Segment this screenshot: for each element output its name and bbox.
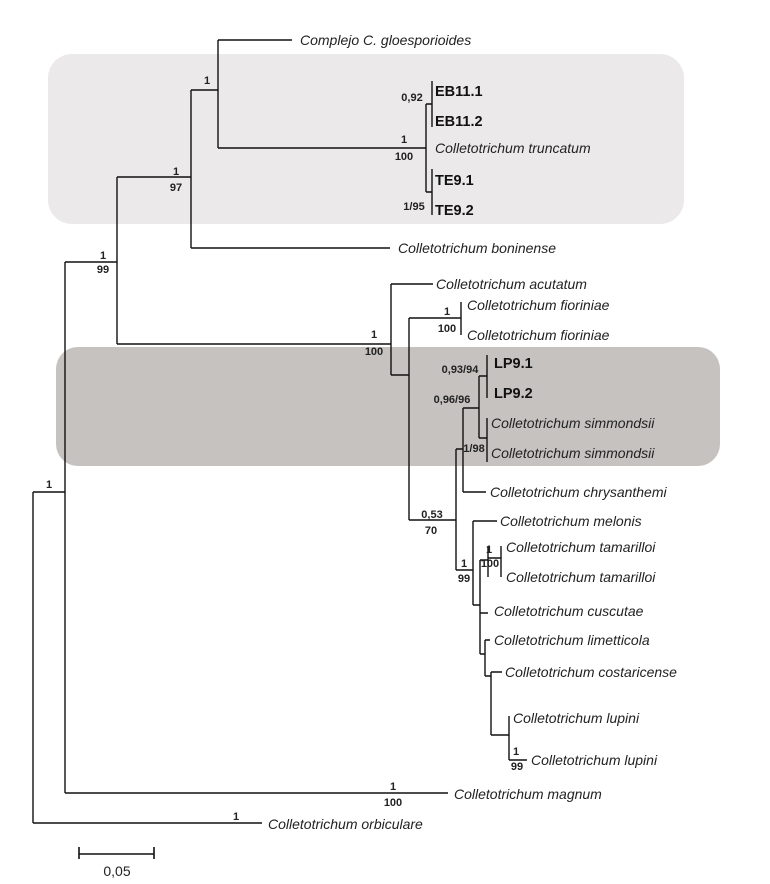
taxon-label: Colletotrichum boninense: [398, 240, 556, 256]
support-value: 1: [486, 544, 492, 556]
support-value: 0,93/94: [442, 364, 480, 376]
tree-branches: [32, 39, 527, 824]
branch-inner-melonis: [479, 559, 488, 655]
branch-lp-simm-chrys: [462, 407, 486, 493]
taxon-label: Colletotrichum limetticola: [494, 632, 650, 648]
support-value: 1: [461, 558, 467, 570]
taxon-label: Complejo C. gloesporioides: [300, 32, 471, 48]
taxon-label: Colletotrichum costaricense: [505, 664, 677, 680]
isolate-label: EB11.2: [435, 114, 483, 130]
scale-bar-line: [78, 847, 155, 859]
branch-simm-lp: [478, 375, 487, 439]
leaf-labels: Complejo C. gloesporioides EB11.1 EB11.2…: [268, 32, 677, 832]
support-value: 1: [204, 75, 210, 87]
scale-bar: 0,05: [78, 847, 155, 879]
support-value: 99: [511, 761, 523, 773]
branch-melonis-clade: [472, 520, 497, 606]
support-value: 100: [481, 558, 499, 570]
highlight-group-bottom: [56, 347, 720, 466]
support-value: 100: [395, 151, 413, 163]
support-value: 100: [438, 323, 456, 335]
isolate-label: LP9.1: [494, 356, 533, 372]
taxon-label: Colletotrichum fioriniae: [467, 297, 610, 313]
branch-ingroup: [64, 261, 448, 794]
branch-gloeo: [217, 39, 426, 149]
support-value: 0,53: [421, 509, 442, 521]
taxon-label: Colletotrichum cuscutae: [494, 603, 644, 619]
support-value: 70: [425, 525, 437, 537]
support-value: 1: [46, 479, 52, 491]
branch-node-053: [455, 448, 473, 571]
support-value: 1: [233, 811, 239, 823]
taxon-label: Colletotrichum tamarilloi: [506, 539, 656, 555]
taxon-label: Colletotrichum melonis: [500, 513, 642, 529]
taxon-label: Colletotrichum simmondsii: [491, 445, 655, 461]
support-value: 1: [513, 746, 519, 758]
branch-root: [32, 491, 262, 824]
branch-limetticola-node: [484, 639, 491, 677]
branch-acutatum-complex: [390, 283, 433, 376]
branch-tamarilloi: [488, 546, 502, 577]
support-value: 1: [444, 306, 450, 318]
branch-lupini: [508, 716, 527, 761]
support-value: 1: [100, 250, 106, 262]
support-value: 100: [384, 797, 402, 809]
taxon-label: Colletotrichum lupini: [531, 752, 658, 768]
support-value: 1/98: [463, 443, 484, 455]
taxon-label: Colletotrichum lupini: [513, 710, 640, 726]
support-value: 1: [390, 781, 396, 793]
taxon-label: Colletotrichum magnum: [454, 786, 602, 802]
branch-truncatum-clade: [425, 103, 432, 193]
taxon-label: Colletotrichum acutatum: [436, 276, 587, 292]
support-value: 99: [458, 573, 470, 585]
isolate-label: TE9.1: [435, 173, 474, 189]
support-value: 1: [371, 329, 377, 341]
taxon-label: Colletotrichum truncatum: [435, 140, 591, 156]
taxon-label: Colletotrichum fioriniae: [467, 327, 610, 343]
branch-upper: [116, 176, 391, 345]
isolate-label: EB11.1: [435, 84, 483, 100]
taxon-label: Colletotrichum simmondsii: [491, 415, 655, 431]
support-value: 1: [401, 134, 407, 146]
branch-costaricense-node: [490, 671, 509, 736]
isolate-label: TE9.2: [435, 203, 474, 219]
support-value: 1/95: [403, 201, 424, 213]
isolate-label: LP9.2: [494, 386, 533, 402]
highlight-group-top: [48, 54, 684, 224]
taxon-label: Colletotrichum orbiculare: [268, 816, 423, 832]
scale-bar-label: 0,05: [103, 863, 130, 879]
branch-gloeo-trunc: [190, 89, 390, 249]
support-value: 99: [97, 264, 109, 276]
support-value: 0,96/96: [434, 394, 471, 406]
support-value: 97: [170, 182, 182, 194]
support-value: 1: [173, 166, 179, 178]
support-value: 100: [365, 346, 383, 358]
taxon-label: Colletotrichum tamarilloi: [506, 569, 656, 585]
support-value: 0,92: [401, 92, 422, 104]
taxon-label: Colletotrichum chrysanthemi: [490, 484, 668, 500]
support-values: 1 0,92 1 100 1/95 1 97 1 99 1 100 1 100 …: [46, 75, 523, 823]
branch-node-409: [408, 317, 461, 521]
